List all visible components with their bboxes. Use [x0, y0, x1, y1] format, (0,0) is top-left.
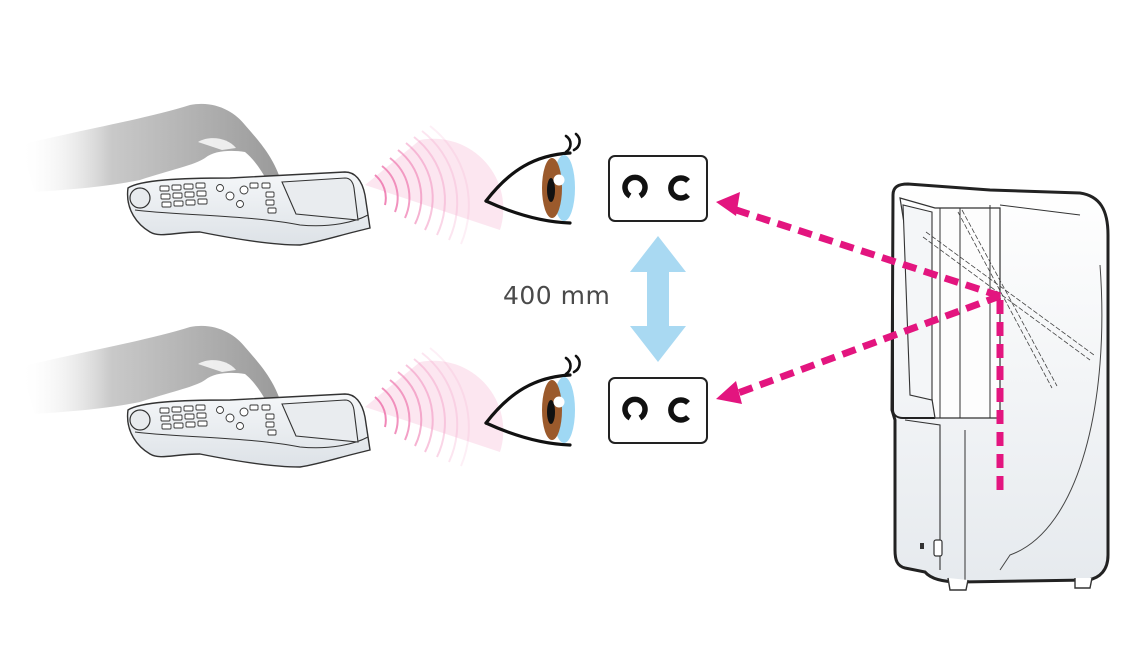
vision-tester-device-icon	[890, 182, 1110, 591]
distance-label: 400 mm	[503, 281, 611, 310]
infrared-signal-icon	[364, 347, 505, 467]
signal-paths	[728, 204, 1004, 490]
upper-signal-path	[728, 204, 1002, 300]
upper-scene	[19, 103, 707, 246]
double-arrow-icon	[630, 236, 686, 362]
hand-remote-icon	[19, 103, 371, 246]
lower-arrowhead-icon	[716, 381, 742, 404]
upper-arrowhead-icon	[716, 192, 740, 216]
landolt-chart-icon	[609, 156, 707, 221]
lower-scene	[19, 325, 707, 468]
lower-signal-path	[728, 292, 1002, 400]
infrared-signal-icon	[364, 125, 505, 245]
hand-remote-icon	[19, 325, 371, 468]
landolt-chart-icon	[609, 378, 707, 443]
